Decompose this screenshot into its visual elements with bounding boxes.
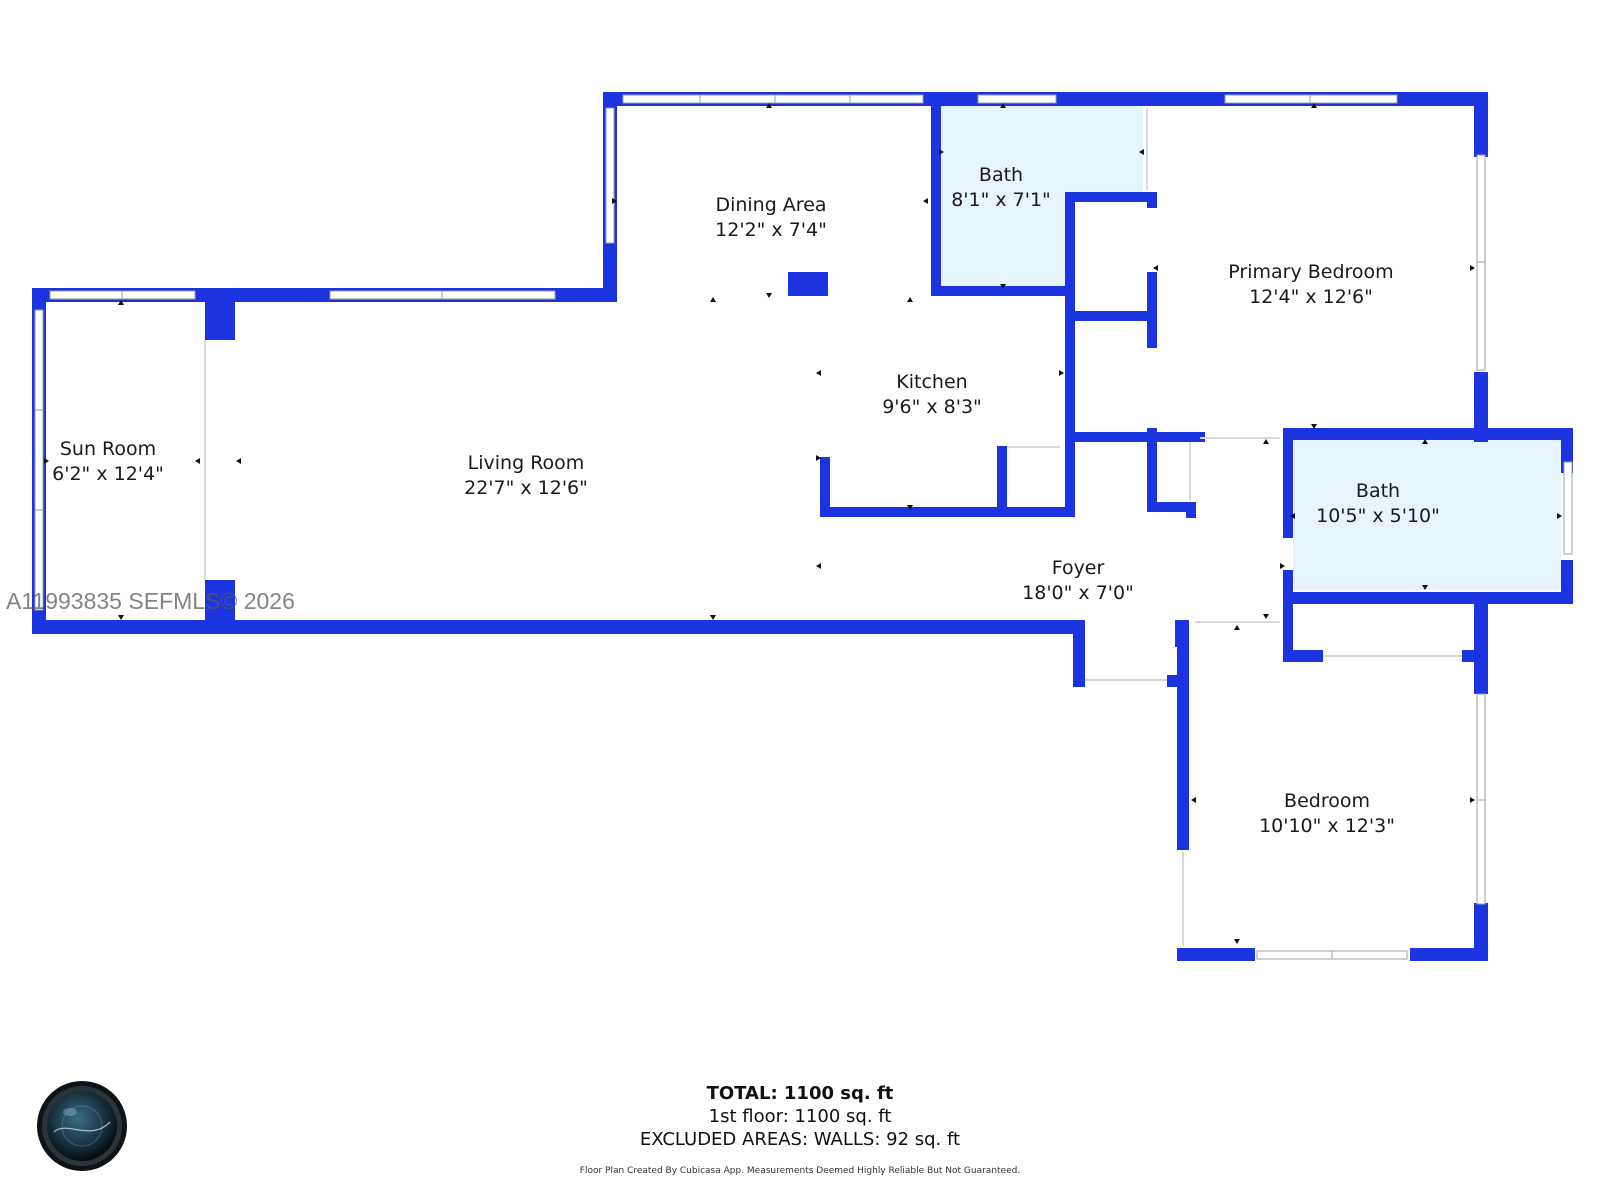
door-openings: [204, 108, 1462, 946]
bedroom-name: Bedroom: [1284, 790, 1370, 812]
sun-room-name: Sun Room: [60, 438, 156, 460]
living-room-name: Living Room: [468, 452, 585, 474]
total-area: TOTAL: 1100 sq. ft: [706, 1083, 894, 1104]
bath-2-name: Bath: [1356, 480, 1400, 502]
foyer-dims: 18'0" x 7'0": [1022, 582, 1134, 604]
dining-area-name: Dining Area: [715, 194, 826, 216]
area-totals: TOTAL: 1100 sq. ft 1st floor: 1100 sq. f…: [0, 1082, 1600, 1151]
primary-bedroom-name: Primary Bedroom: [1228, 261, 1393, 283]
kitchen-dims: 9'6" x 8'3": [882, 396, 982, 418]
living-room-dims: 22'7" x 12'6": [464, 477, 588, 499]
sun-room-dims: 6'2" x 12'4": [52, 463, 164, 485]
bath-1-name: Bath: [979, 164, 1023, 186]
plan-credit: Floor Plan Created By Cubicasa App. Meas…: [579, 1166, 1021, 1176]
dimension-markers: [44, 103, 1562, 944]
kitchen-name: Kitchen: [896, 371, 967, 393]
excluded-area: EXCLUDED AREAS: WALLS: 92 sq. ft: [639, 1129, 961, 1150]
bath-1-fill: [938, 106, 1143, 290]
bath-2-fill: [1293, 440, 1561, 590]
camera-lens-logo-icon: [36, 1080, 128, 1172]
bath-2-dims: 10'5" x 5'10": [1316, 505, 1440, 527]
floor-area: 1st floor: 1100 sq. ft: [708, 1106, 892, 1127]
room-labels: Dining Area 12'2" x 7'4" Bath 8'1" x 7'1…: [52, 164, 1440, 837]
mls-watermark: A11993835 SEFMLS© 2026: [6, 588, 295, 614]
foyer-name: Foyer: [1052, 557, 1105, 579]
window-mullions: [35, 95, 1485, 959]
dining-area-dims: 12'2" x 7'4": [715, 219, 827, 241]
bath-1-dims: 8'1" x 7'1": [951, 189, 1051, 211]
primary-bedroom-dims: 12'4" x 12'6": [1249, 286, 1373, 308]
bedroom-dims: 10'10" x 12'3": [1259, 815, 1395, 837]
bath-fills: [938, 106, 1561, 590]
